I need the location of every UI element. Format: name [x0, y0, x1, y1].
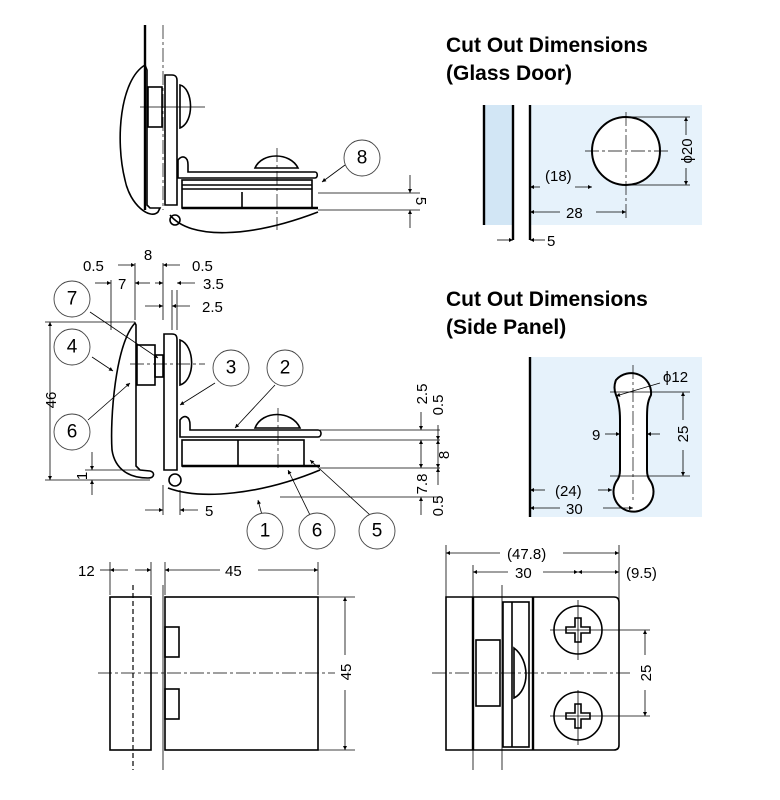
hinge-pin: [169, 214, 181, 226]
rear-view: (47.8) 30 (9.5) 25: [432, 545, 657, 770]
glass-door-title-line2: (Glass Door): [446, 62, 572, 85]
part-bubble-6a: 6: [53, 413, 91, 451]
part-bubble-2: 2: [266, 349, 304, 387]
leader-6b: [287, 469, 311, 516]
bracket-pad: [181, 439, 305, 467]
body-block: [164, 596, 319, 751]
plate-shape: [163, 333, 178, 471]
slot-shape: [612, 372, 655, 513]
dim-width: 45: [225, 563, 242, 580]
dim-height: 45: [338, 664, 355, 681]
part-bubble-5: 5: [358, 512, 396, 550]
leader-8: [321, 164, 346, 183]
dim-arrow: [615, 382, 661, 397]
leader-7: [89, 311, 159, 359]
phillips-cross-icon: [565, 617, 591, 643]
part-bubble-7: 7: [53, 280, 91, 318]
tab-upper: [164, 626, 180, 658]
dim-center: 30: [566, 501, 583, 518]
dim-thickness: 12: [78, 563, 95, 580]
side-panel-title-line1: Cut Out Dimensions: [446, 288, 648, 311]
bracket-arm: [179, 415, 322, 438]
dim-8-right: 8: [436, 451, 453, 459]
cover-shape: [119, 63, 162, 215]
bracket-screw: [253, 413, 302, 429]
dim-gap: 5: [547, 233, 555, 250]
part-bubble-4: 4: [53, 328, 91, 366]
screw-head: [179, 338, 193, 387]
dim-center: 30: [515, 565, 532, 582]
part-label-7: 7: [67, 289, 78, 310]
part-label-5: 5: [372, 521, 383, 542]
cover-block: [109, 596, 152, 751]
screw-head-side: [513, 646, 527, 700]
part-label-4: 4: [67, 337, 78, 358]
dim-7: 7: [118, 276, 126, 293]
clamp-plate: [502, 601, 530, 748]
side-panel-title-line2: (Side Panel): [446, 316, 566, 339]
dim-edge: (9.5): [626, 565, 657, 582]
cover-shape: [110, 321, 155, 479]
dim-thickness: 5: [412, 197, 429, 205]
leader-5: [309, 459, 371, 516]
dim-1: 1: [74, 472, 91, 480]
leader-4: [91, 356, 114, 372]
part-bubble-8: [343, 139, 381, 177]
screw-head: [179, 83, 192, 130]
lower-cover-curve: [169, 211, 319, 234]
dim-overall: (47.8): [507, 546, 546, 563]
side-view: 8 0.5 0.5 7 3.5 2.5 46: [43, 247, 453, 550]
leader-6a: [87, 382, 131, 421]
leader-3: [179, 382, 216, 406]
dim-8: 8: [144, 247, 152, 264]
rear-body: [445, 596, 620, 751]
part-label-6b: 6: [312, 521, 323, 542]
part-label-2: 2: [280, 358, 291, 379]
phillips-cross-icon: [565, 703, 591, 729]
part-label-1: 1: [260, 521, 271, 542]
top-view: 8 5: [119, 25, 429, 234]
dim-0-5-r1: 0.5: [430, 395, 447, 416]
dim-46: 46: [43, 392, 60, 409]
dim-pitch: 25: [638, 665, 655, 682]
plate-shape: [164, 74, 178, 206]
dim-offset: (24): [555, 483, 582, 500]
dim-2-5-right: 2.5: [414, 384, 431, 405]
spacer: [136, 344, 156, 386]
dim-0-5-right: 0.5: [192, 258, 213, 275]
leader-1: [257, 499, 263, 516]
dim-center: 28: [566, 205, 583, 222]
dim-pitch: 25: [675, 426, 692, 443]
dim-diameter: ϕ12: [663, 369, 688, 386]
part-bubble-6b: 6: [298, 512, 336, 550]
dim-0-5-r2: 0.5: [430, 496, 447, 517]
spacer-stem: [154, 354, 164, 378]
side-panel-cutout: Cut Out Dimensions (Side Panel) 25 ϕ12 9…: [446, 288, 702, 518]
dim-7-8: 7.8: [414, 474, 431, 495]
glass-door-cutout: Cut Out Dimensions (Glass Door) ϕ20 (18)…: [446, 34, 702, 250]
bracket-screw: [253, 155, 300, 169]
dim-diameter: ϕ20: [679, 138, 696, 163]
dim-0-5-left: 0.5: [83, 258, 104, 275]
part-label-6a: 6: [67, 422, 78, 443]
front-view: 12 45 45: [78, 562, 355, 770]
part-label-3: 3: [226, 358, 237, 379]
dim-offset: (18): [545, 168, 572, 185]
glass-edge-panel: [484, 105, 513, 225]
leader-2: [234, 384, 276, 429]
part-bubble-3: 3: [212, 349, 250, 387]
part-bubble-1: 1: [246, 512, 284, 550]
bracket-arm: [177, 156, 319, 179]
glass-door-title-line1: Cut Out Dimensions: [446, 34, 648, 57]
spacer-block: [475, 639, 501, 707]
hinge-pin: [168, 473, 182, 487]
tab-lower: [164, 688, 180, 720]
dim-width: 9: [592, 427, 600, 444]
part-label-8: 8: [357, 148, 368, 169]
lower-cover-curve: [167, 469, 321, 495]
dim-2-5-top: 2.5: [202, 299, 223, 316]
dim-5: 5: [205, 503, 213, 520]
dim-3-5: 3.5: [203, 276, 224, 293]
